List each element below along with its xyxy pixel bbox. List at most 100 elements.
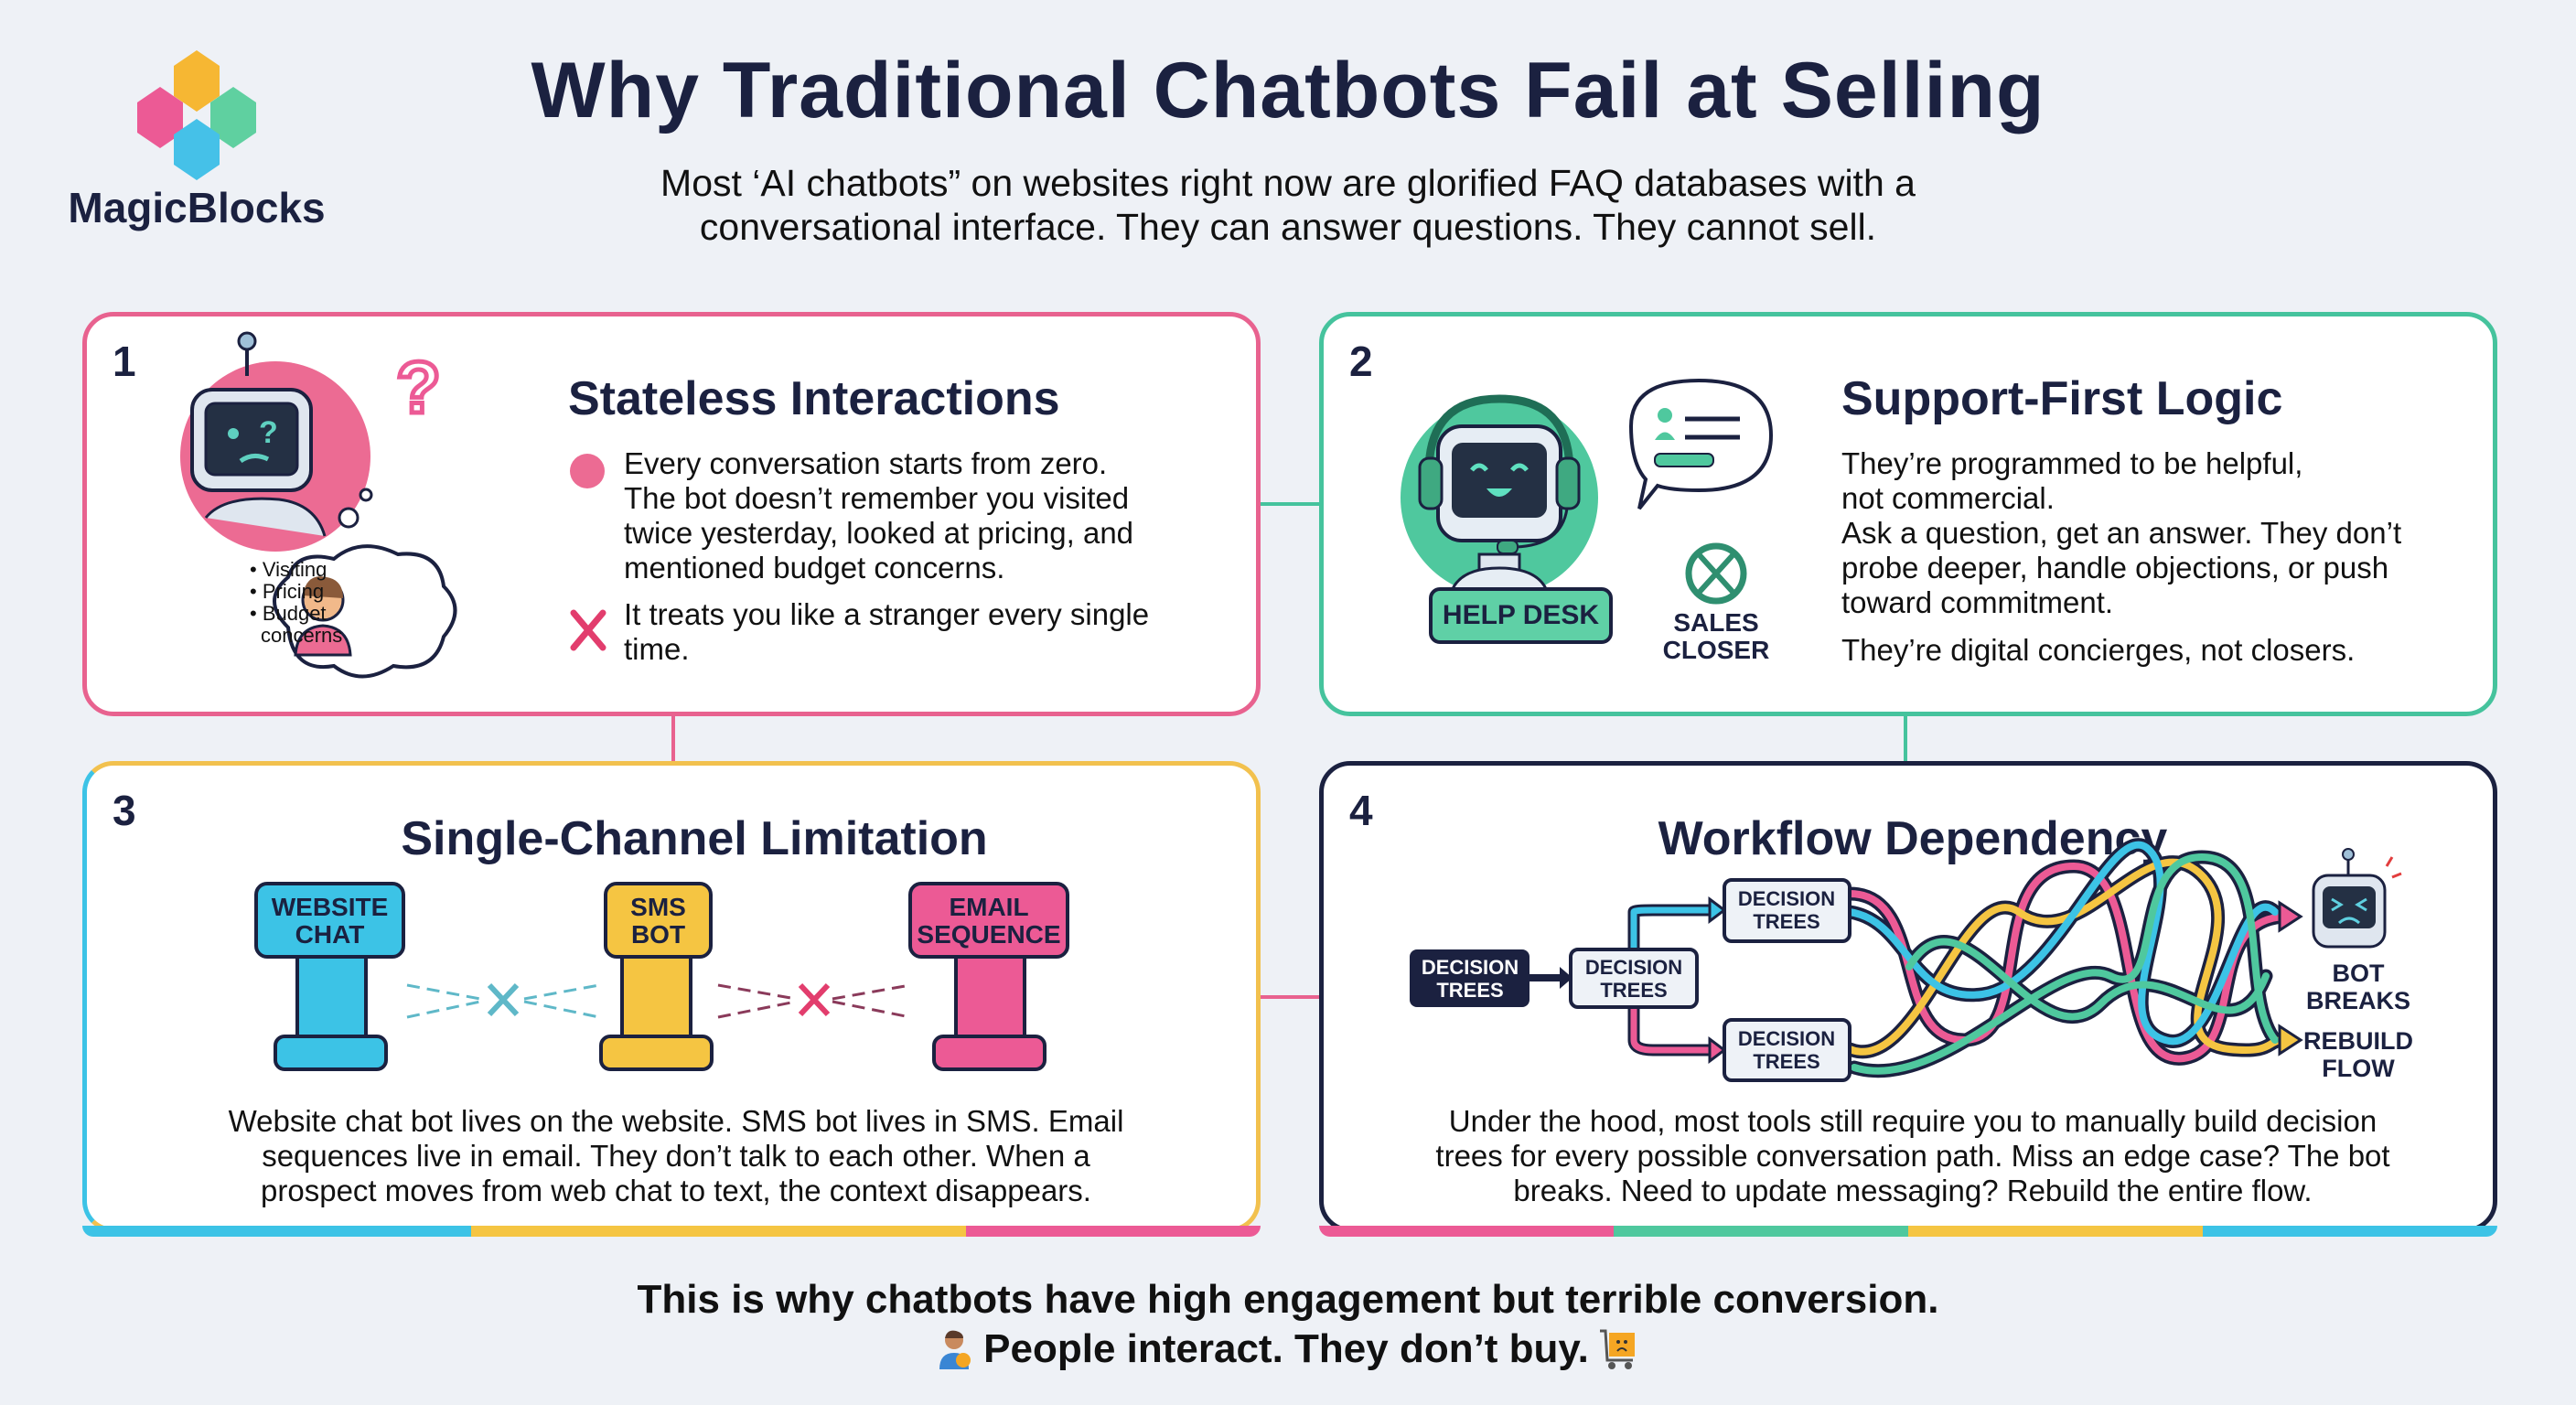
- footer-line-2: People interact. They don’t buy.: [0, 1326, 2576, 1372]
- card-body: Under the hood, most tools still require…: [1324, 1104, 2502, 1208]
- footer-text: People interact. They don’t buy.: [983, 1326, 1589, 1371]
- text-line: twice yesterday, looked at pricing, and: [624, 516, 1134, 550]
- box-label: TREES: [1436, 979, 1503, 1002]
- thought-item: • Visiting: [250, 558, 327, 581]
- sms-bot-pillar: [599, 882, 714, 1071]
- magicblocks-logo-icon: [137, 50, 256, 180]
- text-line: They’re programmed to be helpful,: [1841, 446, 2303, 480]
- thought-item: • Budget: [250, 602, 327, 625]
- card-number: 1: [113, 338, 136, 385]
- text-line: Ask a question, get an answer. They don’…: [1841, 516, 2402, 550]
- card-single-channel-limitation: 3 Single-Channel Limitation WEBSITE CHAT: [82, 761, 1261, 1232]
- text-line: It treats you like a stranger every sing…: [624, 597, 1150, 631]
- card-body: They’re programmed to be helpful, not co…: [1841, 446, 2401, 668]
- arrow-head-icon: [1708, 896, 1727, 924]
- text-line: mentioned budget concerns.: [624, 551, 1005, 585]
- card-stateless-interactions: 1 ? ? • Visiting • Pricing • Budget conc…: [82, 312, 1261, 716]
- text-line: probe deeper, handle objections, or push: [1841, 551, 2389, 585]
- box-label: TREES: [1753, 1050, 1819, 1073]
- text-line: trees for every possible conversation pa…: [1435, 1139, 2390, 1173]
- text-line: time.: [624, 632, 690, 666]
- label-line: CLOSER: [1662, 636, 1770, 664]
- channel-label-email-sequence: EMAIL SEQUENCE: [910, 894, 1068, 949]
- text-line: not commercial.: [1841, 481, 2055, 515]
- decision-box-bottom: DECISION TREES: [1723, 1018, 1852, 1082]
- card-title: Stateless Interactions: [568, 372, 1060, 425]
- box-label: DECISION: [1422, 956, 1519, 979]
- tangled-paths: [1842, 838, 2292, 1078]
- arrow-head-icon: [2278, 1024, 2303, 1056]
- brand-name: MagicBlocks: [68, 184, 326, 231]
- card-number: 3: [113, 787, 136, 834]
- text-line: Every conversation starts from zero.: [624, 446, 1108, 480]
- footer-line-1: This is why chatbots have high engagemen…: [637, 1277, 1939, 1322]
- label-line: WEBSITE: [271, 893, 389, 921]
- person-icon: [939, 1330, 971, 1369]
- card-title: Single-Channel Limitation: [401, 812, 988, 865]
- x-mark-icon: [798, 982, 831, 1017]
- card-number: 4: [1349, 787, 1373, 834]
- label-line: FLOW: [2322, 1055, 2395, 1082]
- card-title: Support-First Logic: [1841, 372, 2283, 425]
- text-line: sequences live in email. They don’t talk…: [262, 1139, 1090, 1173]
- decision-box-mid: DECISION TREES: [1569, 948, 1699, 1009]
- broken-robot-icon: [2312, 848, 2402, 949]
- label-line: REBUILD: [2303, 1027, 2413, 1055]
- connector: [1261, 995, 1319, 999]
- text-line: prospect moves from web chat to text, th…: [261, 1174, 1091, 1207]
- card-workflow-dependency: 4 Workflow Dependency D: [1319, 761, 2497, 1232]
- decision-tree-diagram: DECISION TREES DECISION TREES DECISION T…: [1410, 838, 2402, 1082]
- bot-breaks-label: BOT BREAKS: [2305, 960, 2410, 1014]
- channel-label-website-chat: WEBSITE CHAT: [256, 894, 403, 949]
- sad-shopping-cart-icon: [1599, 1329, 1635, 1369]
- label-line: SALES: [1673, 608, 1759, 637]
- help-desk-label: HELP DESK: [1442, 600, 1600, 630]
- label-line: CHAT: [295, 920, 365, 949]
- label-line: EMAIL: [949, 893, 1029, 921]
- website-chat-pillar: [254, 882, 405, 1071]
- decision-box-top: DECISION TREES: [1723, 878, 1852, 943]
- confused-robot-icon: ? ?: [180, 331, 457, 679]
- svg-text:?: ?: [396, 347, 441, 428]
- box-label: DECISION: [1585, 956, 1682, 979]
- connector: [671, 716, 675, 761]
- card-number: 2: [1349, 338, 1373, 385]
- box-label: DECISION: [1738, 1027, 1835, 1050]
- box-label: TREES: [1753, 910, 1819, 933]
- text-line: The bot doesn’t remember you visited: [624, 481, 1130, 515]
- connector: [1904, 716, 1907, 761]
- text-line: breaks. Need to update messaging? Rebuil…: [1513, 1174, 2313, 1207]
- color-stripe: [82, 1226, 1261, 1237]
- channel-pillars: [254, 882, 1069, 1071]
- bullet-text: It treats you like a stranger every sing…: [624, 597, 1149, 667]
- subtitle-line: conversational interface. They can answe…: [699, 206, 1877, 248]
- page-title: Why Traditional Chatbots Fail at Selling: [531, 47, 2045, 134]
- connector: [1261, 502, 1319, 506]
- arrow-head-icon: [2278, 900, 2303, 933]
- arrow-head-icon: [1708, 1036, 1727, 1064]
- color-stripe: [1319, 1226, 2497, 1237]
- card-support-first-logic: 2 HELP DESK SALES CLOSER Support-First L…: [1319, 312, 2497, 716]
- bullet-dot-icon: [570, 454, 605, 488]
- helpdesk-robot-icon: [1401, 378, 1774, 644]
- thought-bubble-text: • Visiting • Pricing • Budget concerns: [250, 559, 342, 647]
- card-title: Workflow Dependency: [1658, 812, 2168, 865]
- page-subtitle: Most ‘AI chatbots” on websites right now…: [0, 161, 2576, 249]
- text-line: Under the hood, most tools still require…: [1448, 1104, 2377, 1138]
- label-line: BOT: [630, 920, 686, 949]
- sales-closer-label: SALES CLOSER: [1661, 609, 1771, 664]
- svg-text:?: ?: [259, 415, 278, 450]
- channel-label-sms-bot: SMS BOT: [606, 894, 711, 949]
- text-line: Website chat bot lives on the website. S…: [228, 1104, 1124, 1138]
- thought-item: • Pricing: [250, 580, 325, 603]
- decision-box-root: DECISION TREES: [1410, 949, 1530, 1007]
- arrow-head-icon: [1560, 967, 1572, 989]
- bullet-text: Every conversation starts from zero. The…: [624, 446, 1133, 585]
- card-body: Website chat bot lives on the website. S…: [87, 1104, 1265, 1208]
- label-line: SMS: [630, 893, 686, 921]
- label-line: SEQUENCE: [917, 920, 1061, 949]
- box-label: DECISION: [1738, 887, 1835, 910]
- thought-item: concerns: [261, 624, 343, 647]
- box-label: TREES: [1600, 979, 1667, 1002]
- x-mark-icon: [487, 982, 520, 1017]
